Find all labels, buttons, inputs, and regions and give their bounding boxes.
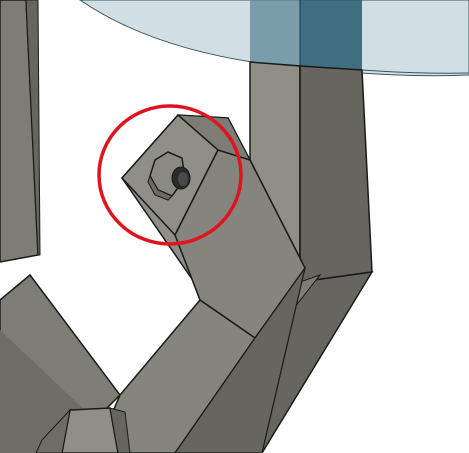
hex-nut-icon[interactable]	[147, 151, 191, 201]
red-circle-highlight	[97, 104, 243, 246]
translucent-disc	[79, 0, 469, 77]
bottom-bracket	[35, 407, 131, 453]
left-vertical-bar	[0, 0, 41, 263]
